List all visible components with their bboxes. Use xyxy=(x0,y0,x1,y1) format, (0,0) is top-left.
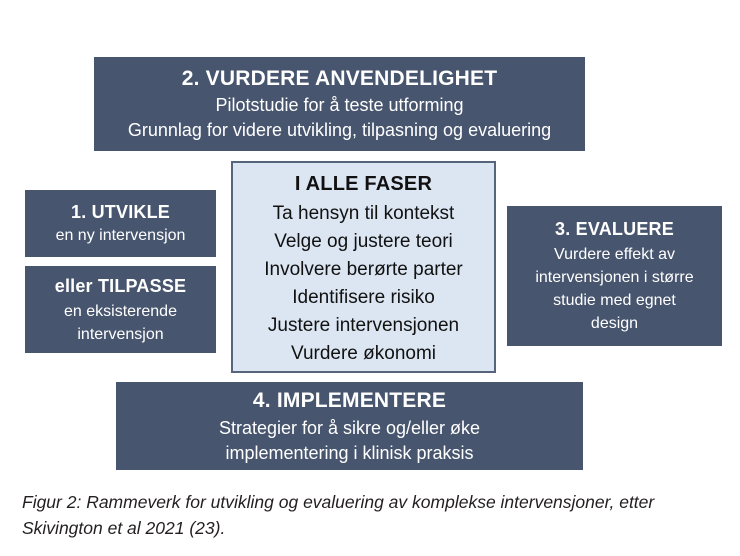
box-line-evaluate-1: Vurdere effekt av xyxy=(554,246,675,263)
box-title-evaluate: 3. EVALUERE xyxy=(555,219,674,239)
box-title-develop: 1. UTVIKLE xyxy=(70,202,170,222)
box-line-all-phases-6: Vurdere økonomi xyxy=(290,343,437,364)
box-line-assess-2: Grunnlag for videre utvikling, tilpasnin… xyxy=(127,120,552,140)
figure-caption-line-2: Skivington et al 2021 (23). xyxy=(22,518,226,538)
box-line-all-phases-3: Involvere berørte parter xyxy=(264,259,463,280)
box-evaluere: 3. EVALUERE Vurdere effekt av intervensj… xyxy=(507,206,722,346)
box-line-develop-1: en ny intervensjon xyxy=(55,227,186,244)
box-title-all-phases: I ALLE FASER xyxy=(294,173,433,195)
box-line-adapt-1: en eksisterende xyxy=(64,302,177,320)
box-line-all-phases-5: Justere intervensjonen xyxy=(267,315,460,336)
box-line-evaluate-3: studie med egnet xyxy=(553,292,676,309)
box-vurdere-anvendelighet: 2. VURDERE ANVENDELIGHET Pilotstudie for… xyxy=(94,57,585,151)
box-line-implement-1: Strategier for å sikre og/eller øke xyxy=(218,417,481,438)
box-line-all-phases-1: Ta hensyn til kontekst xyxy=(272,203,455,224)
box-utvikle: 1. UTVIKLE en ny intervensjon xyxy=(25,190,216,257)
box-i-alle-faser: I ALLE FASER Ta hensyn til kontekst Velg… xyxy=(231,161,496,373)
figure-caption-line-1: Figur 2: Rammeverk for utvikling og eval… xyxy=(22,492,655,512)
box-line-all-phases-4: Identifisere risiko xyxy=(292,287,435,308)
box-title-adapt: eller TILPASSE xyxy=(54,275,187,296)
box-line-adapt-2: intervensjon xyxy=(77,325,164,343)
figure-caption: Figur 2: Rammeverk for utvikling og eval… xyxy=(22,489,722,541)
box-line-implement-2: implementering i klinisk praksis xyxy=(225,442,474,463)
box-title-assess: 2. VURDERE ANVENDELIGHET xyxy=(181,67,498,90)
box-line-evaluate-4: design xyxy=(590,315,639,332)
box-implementere: 4. IMPLEMENTERE Strategier for å sikre o… xyxy=(116,382,583,470)
box-tilpasse: eller TILPASSE en eksisterende intervens… xyxy=(25,266,216,353)
box-line-all-phases-2: Velge og justere teori xyxy=(274,231,453,252)
box-title-implement: 4. IMPLEMENTERE xyxy=(252,388,447,412)
box-line-assess-1: Pilotstudie for å teste utforming xyxy=(215,95,464,115)
box-line-evaluate-2: intervensjonen i større xyxy=(535,269,694,286)
